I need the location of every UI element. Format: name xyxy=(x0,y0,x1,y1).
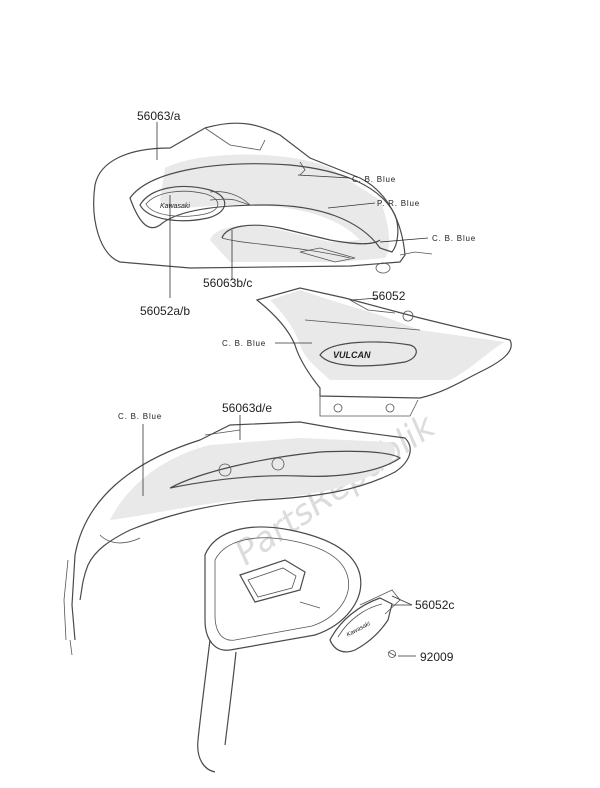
leader-pr-blue xyxy=(327,202,376,209)
tank-emblem: Kawasaki xyxy=(139,185,251,222)
leader-56052 xyxy=(351,297,379,301)
badge-emblem-text: Kawasaki xyxy=(346,621,372,639)
license-mount xyxy=(239,559,306,603)
fender-stripe-56063de xyxy=(169,450,402,489)
label-color-cb-blue-2: C. B. Blue xyxy=(432,234,476,243)
badge-56052c: Kawasaki xyxy=(329,589,401,658)
label-56052: 56052 xyxy=(372,289,406,303)
leader-cb-blue-2 xyxy=(379,237,429,243)
tank-stripe-56063bc xyxy=(221,224,381,245)
side-cover-emblem: VULCAN xyxy=(319,341,417,367)
label-92009: 92009 xyxy=(420,650,454,664)
tank-outline xyxy=(93,122,406,269)
label-color-sidecover-cb-blue: C. B. Blue xyxy=(222,339,266,348)
leader-cb-blue-1 xyxy=(297,174,351,179)
label-56052ab: 56052a/b xyxy=(140,304,190,318)
label-56052c: 56052c xyxy=(415,598,454,612)
label-56063a: 56063/a xyxy=(137,109,181,123)
label-color-fender-cb-blue: C. B. Blue xyxy=(118,412,162,421)
label-color-pr-blue: P. R. Blue xyxy=(377,199,420,208)
tank-filler-ridge xyxy=(204,127,266,151)
label-color-cb-blue-1: C. B. Blue xyxy=(352,175,396,184)
label-56063de: 56063d/e xyxy=(222,401,272,415)
side-cover-emblem-text: VULCAN xyxy=(333,350,371,360)
label-56063bc: 56063b/c xyxy=(203,276,252,290)
rear-fender xyxy=(63,421,411,641)
side-cover-outline xyxy=(255,287,512,399)
rear-frame xyxy=(69,526,362,773)
fender-outline xyxy=(74,421,411,601)
side-cover: VULCAN xyxy=(255,287,512,417)
tank-emblem-text: Kawasaki xyxy=(160,203,190,210)
fuel-tank: Kawasaki xyxy=(93,122,433,274)
side-cover-mount xyxy=(319,388,419,417)
